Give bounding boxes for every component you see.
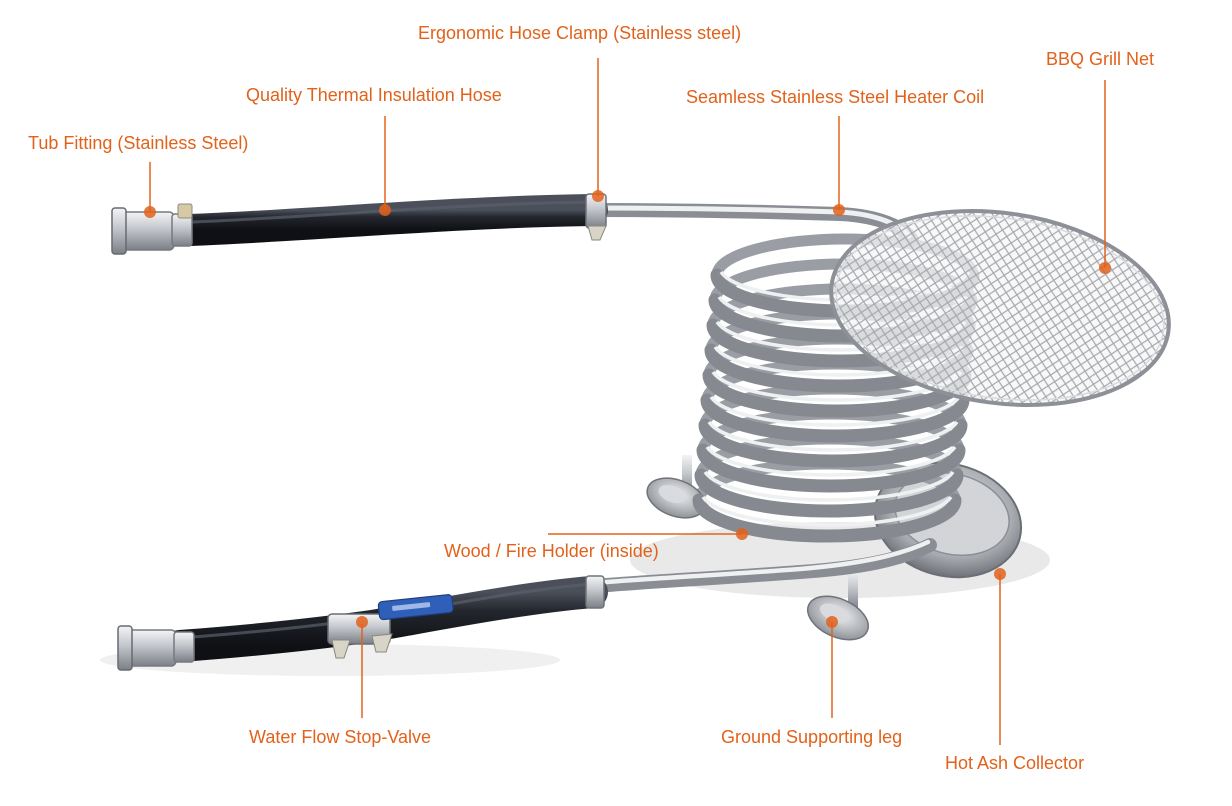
coil-turn-front (694, 468, 964, 518)
label-ash-collector: Hot Ash Collector (945, 753, 1085, 773)
upper-tub-fitting (111, 203, 193, 255)
label-tub-fitting: Tub Fitting (Stainless Steel) (28, 133, 249, 153)
coil-turn-front (696, 443, 966, 493)
lower-tub-fitting (117, 625, 195, 671)
coil-turn-highlight (701, 495, 953, 527)
coil-turn-highlight (707, 420, 959, 452)
callout-dots (144, 190, 1111, 628)
leader-lines (149, 58, 1106, 745)
lower-hose-clamp (585, 575, 605, 609)
upper-insulation-hose (174, 194, 608, 246)
bottom-steel-pipe (588, 538, 937, 593)
coil-turn-front (698, 418, 968, 468)
coil-turn-highlight (705, 445, 957, 477)
label-heater-coil: Seamless Stainless Steel Heater Coil (686, 87, 985, 107)
label-hose-clamp: Ergonomic Hose Clamp (Stainless steel) (418, 23, 742, 43)
label-grill-net: BBQ Grill Net (1046, 49, 1155, 69)
stop-valve (327, 594, 454, 659)
coil-turn-front (692, 493, 962, 543)
support-leg-front (807, 570, 869, 641)
label-insulation-hose: Quality Thermal Insulation Hose (246, 85, 502, 105)
label-supporting-leg: Ground Supporting leg (721, 727, 903, 747)
coil-turn-highlight (703, 470, 955, 502)
label-fire-holder: Wood / Fire Holder (inside) (444, 541, 659, 561)
label-stop-valve: Water Flow Stop-Valve (249, 727, 432, 747)
coil-turn-front (700, 393, 970, 443)
coil-turn-highlight (709, 395, 961, 427)
